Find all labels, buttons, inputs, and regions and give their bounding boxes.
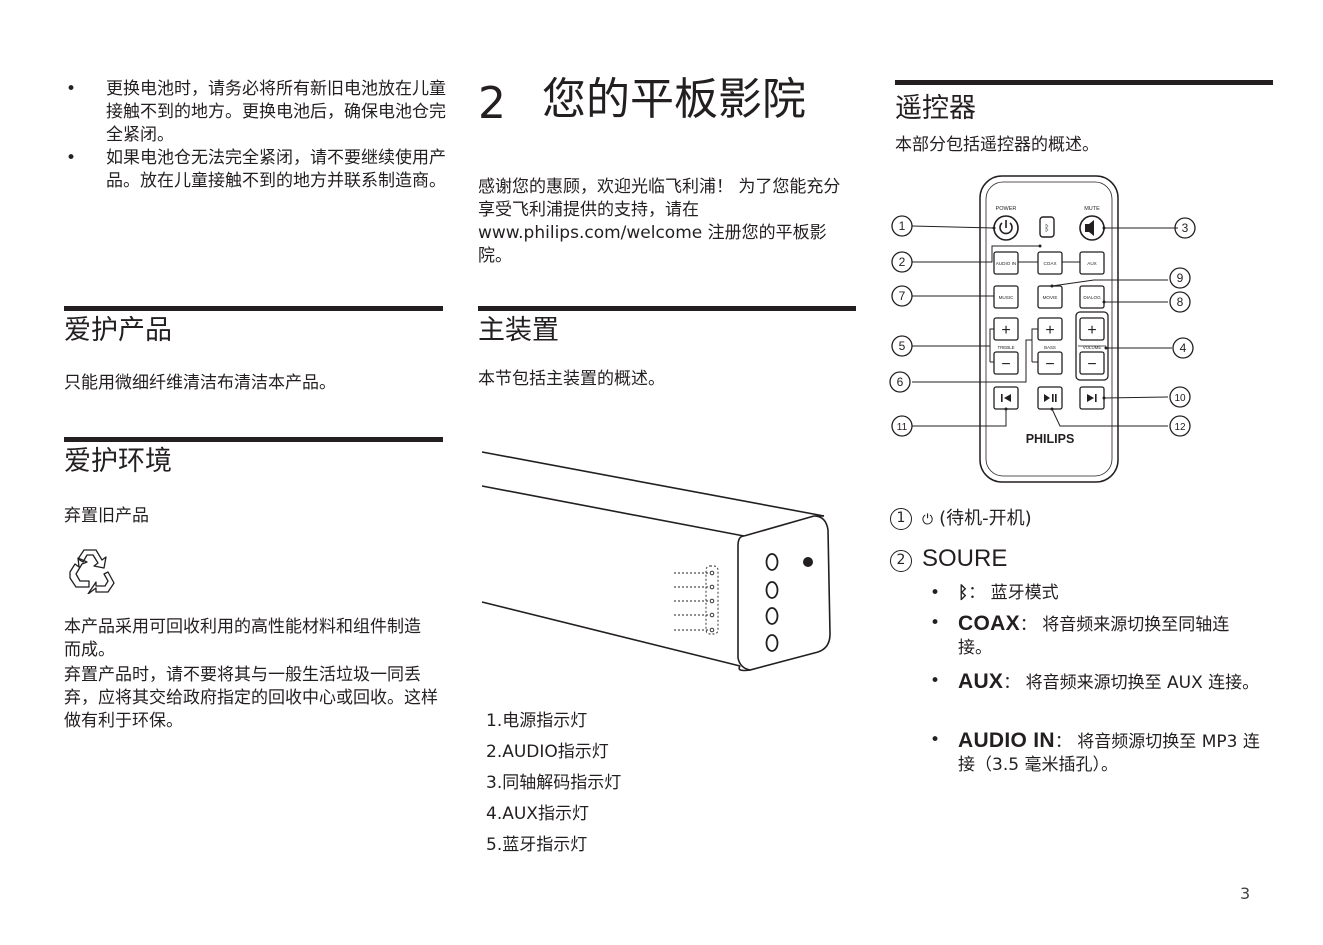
callout-9: 9 (1177, 271, 1184, 285)
section-rule (64, 306, 443, 311)
power-label: POWER (996, 206, 1017, 212)
sub-item-key: AUX (958, 670, 1004, 693)
sub-item-key: COAX (958, 612, 1020, 635)
btn-coax-label: COAX (1043, 261, 1056, 266)
care-product-text: 只能用微细纤维清洁布清洁本产品。 (64, 373, 336, 393)
recycle-icon (69, 549, 115, 594)
bass-plus: + (1045, 322, 1054, 339)
power-icon: ⏻ (922, 512, 934, 528)
indicator-item: 3.同轴解码指示灯 (486, 773, 622, 793)
callout-2: 2 (899, 255, 906, 269)
remote-intro: 本部分包括遥控器的概述。 (895, 135, 1099, 155)
care-env-subheading: 弃置旧产品 (64, 506, 149, 526)
sub-item-text: ： 将音频源切换至 MP3 连接（3.5 毫米插孔）。 (958, 732, 1260, 775)
btn-dialog-label: DIALOG (1083, 295, 1101, 300)
bass-minus: − (1045, 356, 1054, 373)
indicator-list: 1.电源指示灯 2.AUDIO指示灯 3.同轴解码指示灯 4.AUX指示灯 5.… (486, 706, 621, 861)
btn-aux-label: AUX (1087, 261, 1096, 266)
next-icon (1087, 394, 1094, 402)
callout-12: 12 (1174, 422, 1186, 433)
sub-item-key: AUDIO IN (958, 729, 1055, 752)
section-rule (895, 80, 1273, 85)
callout-6: 6 (897, 375, 904, 389)
sub-item-aux: • AUX： 将音频来源切换至 AUX 连接。 (930, 670, 1260, 693)
callout-11: 11 (897, 422, 908, 433)
function-item-2: 2 SOURE (890, 546, 1007, 572)
volume-plus: + (1087, 322, 1096, 339)
callout-3: 3 (1182, 221, 1189, 235)
prev-icon (1001, 394, 1003, 402)
callout-1: 1 (899, 219, 906, 233)
callout-8: 8 (1177, 295, 1184, 309)
page-number: 3 (1240, 884, 1251, 903)
section-rule (64, 437, 443, 442)
callout-4: 4 (1180, 341, 1187, 355)
bluetooth-icon: ᛒ (1044, 223, 1049, 233)
indicator-item: 1.电源指示灯 (486, 711, 588, 731)
care-env-para1: 本产品采用可回收利用的高性能材料和组件制造而成。 (64, 617, 421, 660)
mute-label: MUTE (1084, 206, 1100, 212)
sub-item-bluetooth: • ᛒ： 蓝牙模式 (930, 583, 1059, 603)
btn-audio-in-label: AUDIO IN (996, 261, 1016, 266)
main-unit-heading: 主装置 (478, 315, 559, 346)
chapter-number: 2 (478, 78, 506, 129)
bullet-item: 更换电池时，请务必将所有新旧电池放在儿童接触不到的地方。更换电池后，确保电池仓完… (64, 78, 449, 147)
section-rule (478, 306, 856, 311)
chapter-intro: 感谢您的惠顾，欢迎光临飞利浦！ 为了您能充分享受飞利浦提供的支持，请在 www.… (478, 177, 841, 266)
bass-label: BASS (1044, 345, 1056, 350)
battery-warnings: 更换电池时，请务必将所有新旧电池放在儿童接触不到的地方。更换电池后，确保电池仓完… (64, 78, 449, 193)
soundbar-illustration (481, 451, 831, 672)
remote-heading: 遥控器 (895, 93, 976, 124)
main-unit-text: 本节包括主装置的概述。 (478, 369, 665, 389)
indicator-item: 2.AUDIO指示灯 (486, 742, 609, 762)
item-number: 2 (890, 550, 912, 572)
item1-text: (待机-开机) (939, 508, 1032, 529)
remote-brand-logo: PHILIPS (1026, 432, 1075, 446)
sub-item-text: ： 将音频来源切换至同轴连接。 (958, 615, 1230, 658)
remote-bluetooth-button (1039, 216, 1055, 238)
sub-item-audio-in: • AUDIO IN： 将音频源切换至 MP3 连接（3.5 毫米插孔）。 (930, 729, 1260, 775)
sub-item-text: ： 蓝牙模式 (968, 583, 1059, 603)
function-item-1: 1 ⏻ (待机-开机) (890, 506, 1032, 533)
callout-7: 7 (899, 289, 906, 303)
sub-item-text: ： 将音频来源切换至 AUX 连接。 (1003, 673, 1260, 693)
callout-5: 5 (899, 339, 906, 353)
treble-plus: + (1001, 322, 1010, 339)
remote-control-diagram: POWER ᛒ MUTE AUDIO IN COAX AUX MUSIC MOV… (889, 175, 1196, 483)
item2-text: SOURE (922, 545, 1008, 572)
treble-label: TREBLE (997, 345, 1014, 350)
volume-minus: − (1087, 356, 1096, 373)
play-pause-icon (1044, 394, 1050, 402)
treble-minus: − (1001, 356, 1010, 373)
item-number: 1 (890, 508, 912, 530)
care-env-heading: 爱护环境 (64, 446, 172, 477)
care-env-para2: 弃置产品时，请不要将其与一般生活垃圾一同丢弃，应将其交给政府指定的回收中心或回收… (64, 665, 438, 731)
power-icon (999, 222, 1013, 235)
chapter-title: 您的平板影院 (542, 74, 806, 125)
bluetooth-icon: ᛒ (958, 583, 969, 603)
callout-10: 10 (1174, 393, 1186, 404)
care-product-heading: 爱护产品 (64, 315, 172, 346)
mute-icon (1085, 220, 1094, 236)
btn-music-label: MUSIC (999, 295, 1014, 300)
indicator-item: 5.蓝牙指示灯 (486, 835, 588, 855)
btn-movie-label: MOVIE (1043, 295, 1058, 300)
volume-label: VOLUME (1083, 345, 1102, 350)
bullet-item: 如果电池仓无法完全紧闭，请不要继续使用产品。放在儿童接触不到的地方并联系制造商。 (64, 147, 449, 193)
indicator-item: 4.AUX指示灯 (486, 804, 589, 824)
sub-item-coax: • COAX： 将音频来源切换至同轴连接。 (930, 612, 1230, 658)
